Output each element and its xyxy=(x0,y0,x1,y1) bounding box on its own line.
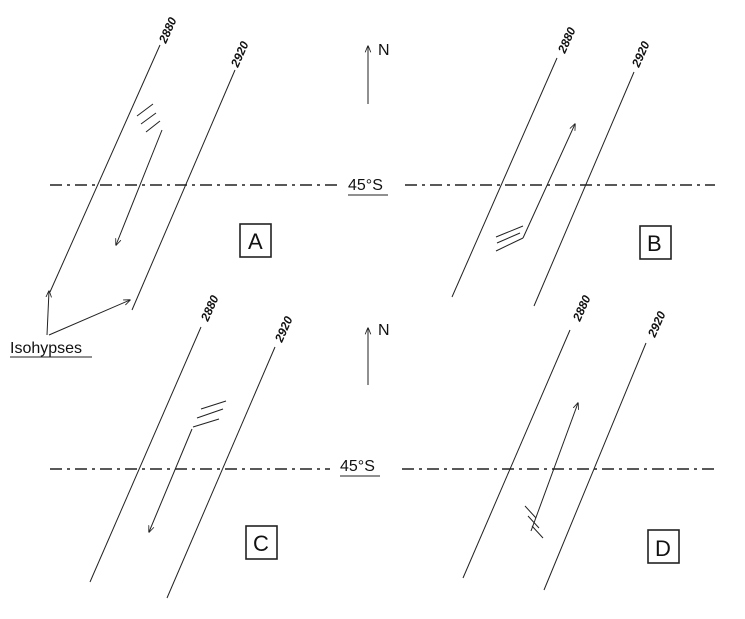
panel-b: 2880 2920 B xyxy=(451,25,672,307)
wind-barb-a xyxy=(136,103,161,133)
panel-letter-c: C xyxy=(253,531,269,556)
isohypse-2880-d xyxy=(462,329,571,579)
north-arrow-bottom: N xyxy=(368,322,390,385)
wind-arrow-a xyxy=(116,129,163,245)
north-label-top: N xyxy=(378,42,390,59)
legend-label: Isohypses xyxy=(10,340,82,357)
isohypse-2920-b xyxy=(533,71,635,307)
isohypse-2920-c xyxy=(166,346,276,599)
north-arrow-top: N xyxy=(368,42,390,104)
north-label-bottom: N xyxy=(378,322,390,339)
wind-arrow-b xyxy=(522,124,575,239)
isohypse-2880-b xyxy=(451,57,558,298)
contour-label-2880-d: 2880 xyxy=(570,293,594,324)
isohypse-2920-d xyxy=(543,342,647,591)
wind-barb-b xyxy=(495,225,524,252)
isohypse-2920-a xyxy=(131,69,236,311)
latitude-label-bottom: 45°S xyxy=(340,458,375,475)
contour-label-2920-d: 2920 xyxy=(645,309,669,340)
wind-barb-d xyxy=(524,505,544,539)
panel-letter-box-b xyxy=(639,225,672,260)
panel-d: 2880 2920 D xyxy=(462,293,680,591)
panel-letter-b: B xyxy=(647,231,662,256)
panel-letter-a: A xyxy=(248,229,263,254)
panel-letter-d: D xyxy=(655,536,671,561)
contour-label-2880-a: 2880 xyxy=(156,15,180,46)
latitude-label-top: 45°S xyxy=(348,177,383,194)
panel-c: 2880 2920 C xyxy=(89,293,296,599)
contour-label-2880-b: 2880 xyxy=(555,25,579,56)
contour-label-2920-a: 2920 xyxy=(228,39,252,70)
contour-label-2920-b: 2920 xyxy=(629,39,653,70)
panel-letter-box-c xyxy=(245,525,278,560)
legend-pointer-right xyxy=(48,300,130,336)
panel-a: 2880 2920 A xyxy=(49,15,272,311)
wind-arrow-d xyxy=(530,403,578,532)
isohypses-legend: Isohypses xyxy=(10,291,130,358)
panel-letter-box-a xyxy=(239,223,272,258)
legend-pointer-left xyxy=(47,291,49,336)
wind-barb-c xyxy=(192,400,227,428)
isohypse-2880-c xyxy=(89,326,202,583)
contour-label-2920-c: 2920 xyxy=(272,314,296,345)
isohypse-2880-a xyxy=(49,44,161,293)
wind-arrow-c xyxy=(149,428,193,532)
panel-letter-box-d xyxy=(647,529,680,564)
contour-label-2880-c: 2880 xyxy=(198,293,222,324)
